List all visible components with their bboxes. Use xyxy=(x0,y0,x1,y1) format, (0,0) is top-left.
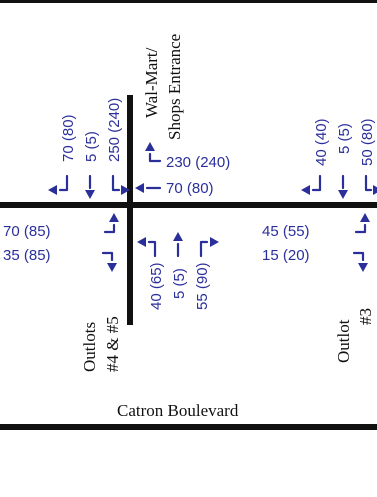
east-eb-left-volume: 45 (55) xyxy=(262,223,310,240)
west-wb-right-volume: 230 (240) xyxy=(166,154,230,171)
west-eb-left-volume: 70 (85) xyxy=(3,223,51,240)
west-nb-thru-volume: 5 (5) xyxy=(171,268,188,299)
north-leg-road xyxy=(127,95,133,325)
west-sb-thru-arrow-icon xyxy=(85,174,95,199)
east-eb-right-arrow-icon xyxy=(352,251,368,272)
west-nb-thru-arrow-icon xyxy=(173,232,183,258)
catron-boulevard-road xyxy=(0,424,377,430)
east-sb-left-arrow-icon xyxy=(364,174,377,195)
west-wb-thru-volume: 70 (80) xyxy=(166,180,214,197)
west-sb-right-volume: 70 (80) xyxy=(60,114,77,162)
west-sb-left-arrow-icon xyxy=(111,174,130,195)
catron-boulevard-label: Catron Boulevard xyxy=(117,401,239,420)
east-sb-right-arrow-icon xyxy=(301,174,322,195)
west-nb-right-arrow-icon xyxy=(199,237,219,258)
outlot-3-label-line2: #3 xyxy=(356,308,375,325)
west-eb-right-volume: 35 (85) xyxy=(3,247,51,264)
walmart-label-line2: Shops Entrance xyxy=(165,34,184,140)
west-wb-right-arrow-icon xyxy=(145,142,162,163)
top-border-line xyxy=(0,0,377,3)
west-nb-left-volume: 40 (65) xyxy=(148,262,165,310)
cross-street-road xyxy=(0,202,377,208)
east-eb-right-volume: 15 (20) xyxy=(262,247,310,264)
outlots-4-5-label-line1: Outlots xyxy=(80,322,99,372)
west-eb-left-arrow-icon xyxy=(103,213,119,234)
outlot-3-label-line1: Outlot xyxy=(334,319,353,363)
east-eb-left-arrow-icon xyxy=(354,213,370,234)
west-nb-left-arrow-icon xyxy=(137,237,157,258)
west-sb-left-volume: 250 (240) xyxy=(106,98,123,162)
west-wb-thru-arrow-icon xyxy=(135,183,162,193)
east-sb-thru-volume: 5 (5) xyxy=(336,123,353,154)
west-eb-right-arrow-icon xyxy=(101,251,117,272)
east-sb-left-volume: 50 (80) xyxy=(359,118,376,166)
west-sb-thru-volume: 5 (5) xyxy=(83,131,100,162)
walmart-label-line1: Wal-Mart/ xyxy=(142,47,161,118)
east-sb-right-volume: 40 (40) xyxy=(313,118,330,166)
outlots-4-5-label-line2: #4 & #5 xyxy=(103,316,122,372)
west-sb-right-arrow-icon xyxy=(48,174,69,195)
west-nb-right-volume: 55 (90) xyxy=(194,262,211,310)
east-sb-thru-arrow-icon xyxy=(338,174,348,199)
